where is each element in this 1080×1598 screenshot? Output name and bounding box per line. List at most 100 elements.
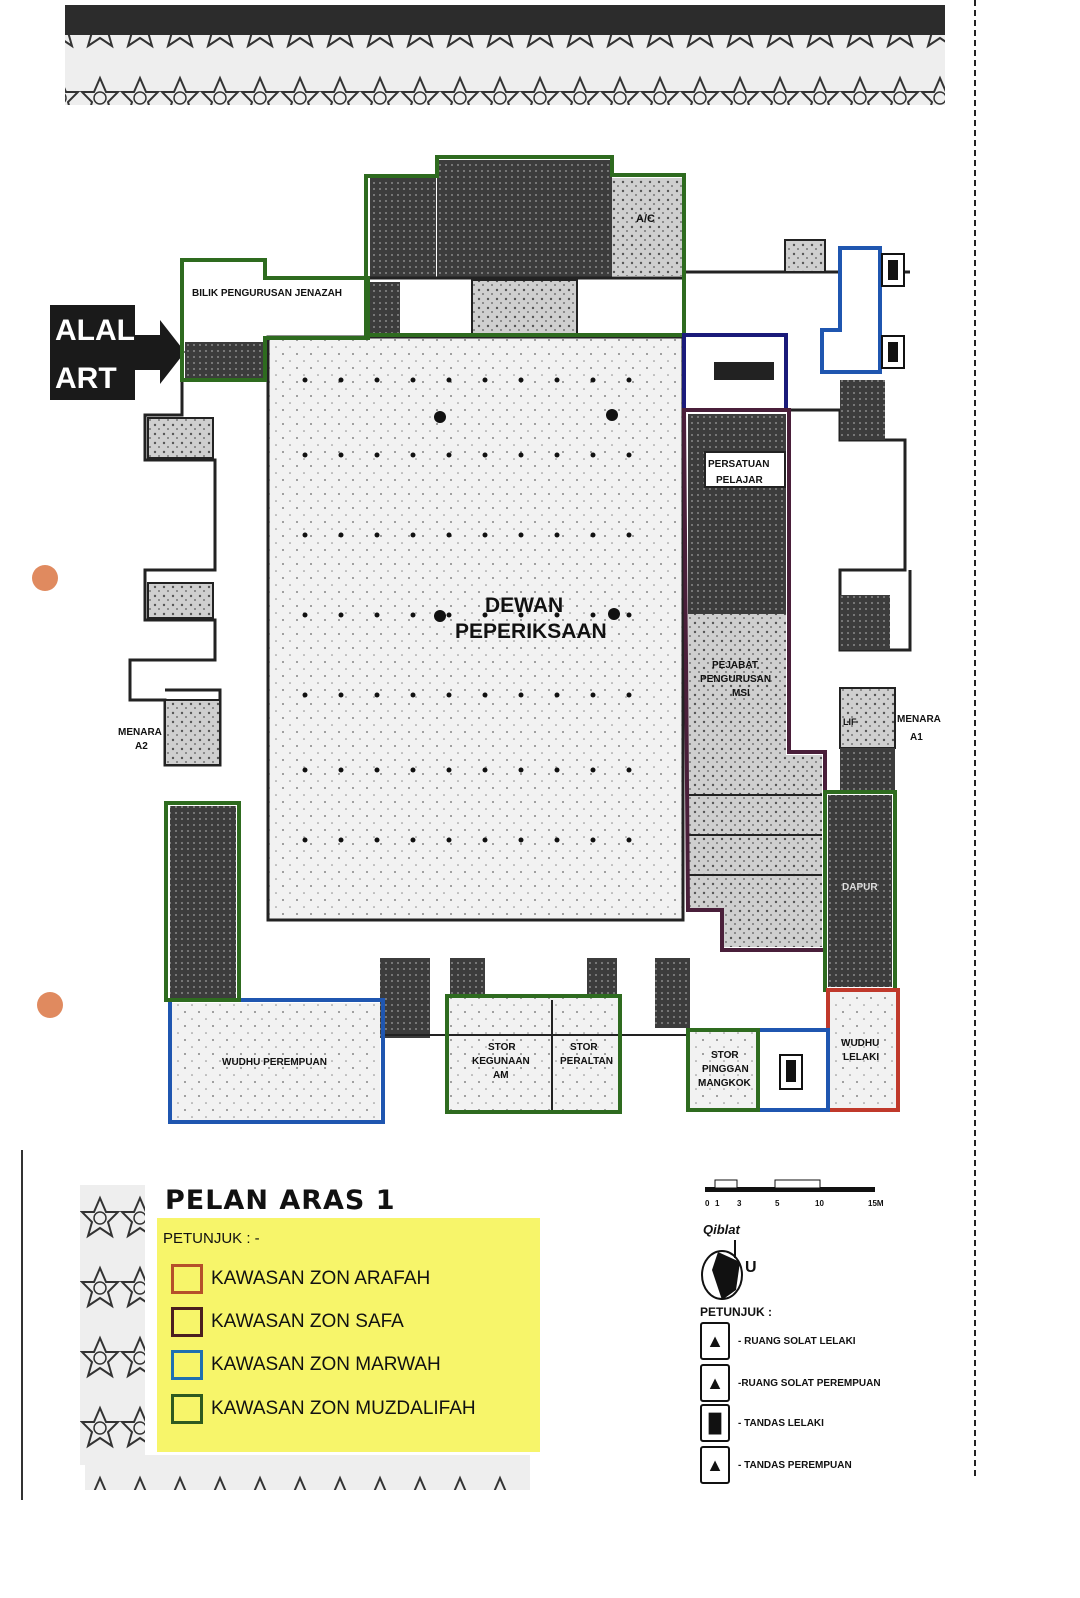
room-label-wudhu-perempuan: WUDHU PEREMPUAN xyxy=(222,1057,327,1068)
main-column xyxy=(608,608,620,620)
halal-mart-sign xyxy=(50,305,135,400)
column-marker xyxy=(446,377,452,383)
column-marker xyxy=(374,837,380,843)
room-label-stor-kegunaan: KEGUNAAN xyxy=(472,1056,530,1067)
symbol-legend-item: ▲ - RUANG SOLAT LELAKI xyxy=(700,1322,856,1360)
column-marker xyxy=(626,692,632,698)
room-label-tandas-diraja: DIRAJA xyxy=(842,307,872,316)
room-label-menara-a1: A1 xyxy=(910,732,923,743)
room-label-menara-a2: MENARA xyxy=(118,727,162,738)
symbol-legend-item: █ - TANDAS LELAKI xyxy=(700,1404,824,1442)
punch-hole xyxy=(32,565,58,591)
hall-label: PEPERIKSAAN xyxy=(455,620,607,643)
swatch-safa xyxy=(171,1307,203,1337)
scale-tick: 3 xyxy=(737,1199,742,1208)
column-marker xyxy=(410,377,416,383)
column-marker xyxy=(302,692,308,698)
column-marker xyxy=(446,452,452,458)
header-bar xyxy=(65,5,945,35)
room-label-dapur: DAPUR xyxy=(842,882,878,893)
column-marker xyxy=(410,837,416,843)
symbol-legend-item: ▲ - TANDAS PEREMPUAN xyxy=(700,1446,852,1484)
legend-label: KAWASAN ZON MUZDALIFAH xyxy=(211,1398,476,1419)
room-label-pejabat: PEJABAT xyxy=(712,660,758,671)
room-label-wudhu-lelaki: WUDHU xyxy=(841,1038,879,1049)
column-marker xyxy=(302,452,308,458)
column-marker xyxy=(518,452,524,458)
scale-tick: 0 xyxy=(705,1199,710,1208)
zone-marwah-tandas xyxy=(820,246,882,374)
qibla-label: Qiblat xyxy=(703,1222,741,1237)
legend-item-safa: KAWASAN ZON SAFA xyxy=(171,1307,404,1337)
column-marker xyxy=(374,692,380,698)
room-label-tandas-diraja: TANDAS xyxy=(842,295,875,304)
column-marker xyxy=(590,532,596,538)
hall-columns xyxy=(302,377,632,843)
sign-line-1: ALAL xyxy=(55,314,135,347)
column-marker xyxy=(482,612,488,618)
compass-icon: Qiblat U xyxy=(701,1222,757,1300)
punch-hole xyxy=(37,992,63,1018)
swatch-muzdalifah xyxy=(171,1394,203,1424)
column-marker xyxy=(338,692,344,698)
column-marker xyxy=(626,612,632,618)
legend-item-arafah: KAWASAN ZON ARAFAH xyxy=(171,1264,430,1294)
zone-muzdalifah-top xyxy=(364,155,686,337)
legend-heading: PETUNJUK : - xyxy=(163,1230,260,1247)
column-marker xyxy=(626,452,632,458)
main-column xyxy=(434,411,446,423)
column-marker xyxy=(482,377,488,383)
column-marker xyxy=(590,612,596,618)
swatch-marwah xyxy=(171,1350,203,1380)
column-marker xyxy=(554,532,560,538)
column-marker xyxy=(410,767,416,773)
column-marker xyxy=(374,532,380,538)
column-marker xyxy=(338,612,344,618)
symbol-label: - TANDAS PEREMPUAN xyxy=(738,1459,852,1471)
column-marker xyxy=(302,532,308,538)
female-prayer-icon: ▲ xyxy=(700,1364,730,1402)
column-marker xyxy=(590,377,596,383)
zone-muzdalifah-jenazah xyxy=(180,258,370,382)
column-marker xyxy=(554,692,560,698)
column-marker xyxy=(626,377,632,383)
room-label-pejabat: PENGURUSAN xyxy=(700,674,771,685)
room-label-persatuan: PERSATUAN xyxy=(708,459,769,470)
room-label-stor-kegunaan: STOR xyxy=(488,1042,516,1053)
female-toilet-icon: ▲ xyxy=(700,1446,730,1484)
legend-label: KAWASAN ZON MARWAH xyxy=(211,1354,441,1375)
room-label-ac: A/C xyxy=(636,213,655,225)
symbol-label: - TANDAS LELAKI xyxy=(738,1417,824,1429)
room-label-lif: LIF xyxy=(843,717,857,727)
column-marker xyxy=(410,452,416,458)
column-marker xyxy=(374,377,380,383)
room-label-stor-peralatan: STOR xyxy=(570,1042,598,1053)
main-column xyxy=(434,610,446,622)
column-marker xyxy=(338,837,344,843)
sign-line-2: ART xyxy=(55,362,117,395)
exam-hall xyxy=(266,335,685,922)
column-marker xyxy=(410,692,416,698)
column-marker xyxy=(446,612,452,618)
column-marker xyxy=(554,837,560,843)
scale-tick: 1 xyxy=(715,1199,720,1208)
column-marker xyxy=(374,612,380,618)
column-marker xyxy=(518,767,524,773)
swatch-arafah xyxy=(171,1264,203,1294)
column-marker xyxy=(302,612,308,618)
room-label-jenazah: BILIK PENGURUSAN JENAZAH xyxy=(192,288,342,299)
column-marker xyxy=(554,612,560,618)
room-label-stor-pinggan: STOR xyxy=(711,1050,739,1061)
column-marker xyxy=(374,452,380,458)
column-marker xyxy=(554,377,560,383)
column-marker xyxy=(302,837,308,843)
main-column xyxy=(606,409,618,421)
column-marker xyxy=(518,612,524,618)
male-toilet-icon: █ xyxy=(700,1404,730,1442)
column-marker xyxy=(518,377,524,383)
scale-tick: 5 xyxy=(775,1199,780,1208)
zone-muzdalifah-left xyxy=(164,801,241,1002)
ornament-border-bottom xyxy=(85,1455,530,1490)
column-marker xyxy=(482,767,488,773)
